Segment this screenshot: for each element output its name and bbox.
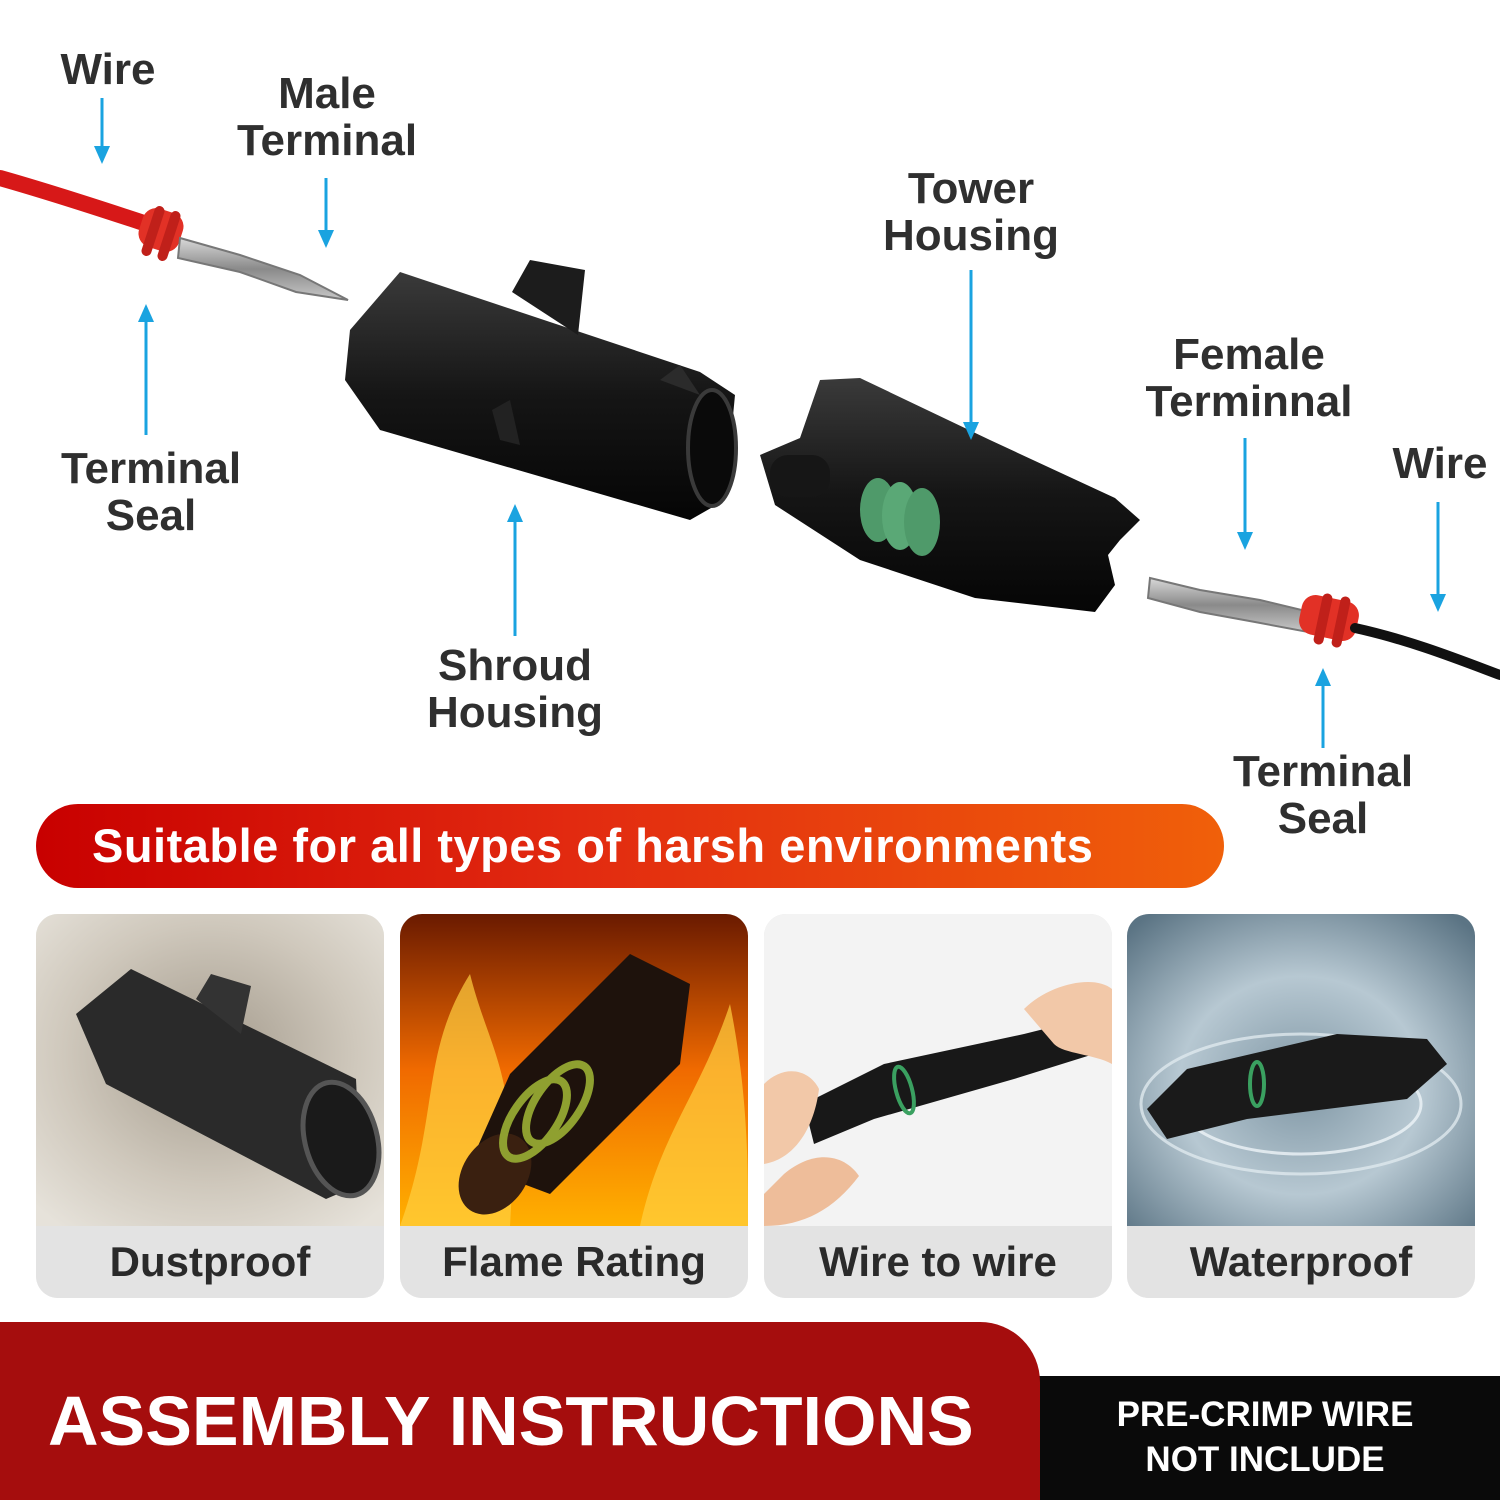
label-wire-left: Wire: [60, 45, 156, 94]
footer-red-panel: [0, 1322, 1040, 1500]
terminal-seal-left-shape: [138, 206, 184, 261]
feature-card-wire-to-wire: Wire to wire: [764, 914, 1112, 1298]
arrow-terminal-seal-left: [138, 304, 154, 435]
feature-label: Wire to wire: [764, 1226, 1112, 1298]
arrow-male-terminal: [318, 178, 334, 248]
footer-black-panel: [1000, 1376, 1500, 1500]
dust-photo-icon: [36, 914, 384, 1226]
label-tower-housing: Tower Housing: [883, 164, 1059, 260]
arrow-wire-right: [1430, 502, 1446, 612]
terminal-seal-right-shape: [1299, 593, 1359, 648]
feature-label: Waterproof: [1127, 1226, 1475, 1298]
male-terminal-shape: [176, 236, 349, 301]
label-terminal-seal-right: Terminal Seal: [1232, 747, 1414, 843]
arrow-wire-left: [94, 98, 110, 164]
label-terminal-seal-left: Terminal Seal: [60, 444, 242, 540]
tower-seal-green: [860, 478, 940, 556]
water-photo-icon: [1127, 914, 1475, 1226]
pre-crimp-note: PRE-CRIMP WIRE NOT INCLUDE: [1116, 1395, 1414, 1479]
tower-housing-shape: [760, 378, 1140, 612]
connector-diagram: [0, 98, 1500, 748]
arrow-tower-housing: [963, 270, 979, 440]
wire-right-black: [1350, 623, 1500, 680]
hands-connector-photo-icon: [764, 914, 1112, 1226]
feature-label: Dustproof: [36, 1226, 384, 1298]
shroud-housing-shape: [345, 260, 738, 520]
feature-label: Flame Rating: [400, 1226, 748, 1298]
arrow-female-terminal: [1237, 438, 1253, 550]
arrow-shroud-housing: [507, 504, 523, 636]
feature-card-dustproof: Dustproof: [36, 914, 384, 1298]
feature-card-waterproof: Waterproof: [1127, 914, 1475, 1298]
label-male-terminal: Male Terminal: [236, 69, 418, 165]
arrow-terminal-seal-right: [1315, 668, 1331, 748]
label-shroud-housing: Shroud Housing: [427, 641, 603, 737]
female-terminal-shape: [1146, 576, 1312, 634]
wire-left-red: [0, 170, 158, 233]
label-wire-right: Wire: [1392, 439, 1488, 488]
fire-photo-icon: [400, 914, 748, 1226]
label-female-terminal: Female Terminnal: [1145, 330, 1353, 426]
assembly-instructions-title: ASSEMBLY INSTRUCTIONS: [48, 1382, 974, 1460]
feature-card-flame-rating: Flame Rating: [400, 914, 748, 1298]
harsh-environments-banner: Suitable for all types of harsh environm…: [36, 804, 1224, 888]
